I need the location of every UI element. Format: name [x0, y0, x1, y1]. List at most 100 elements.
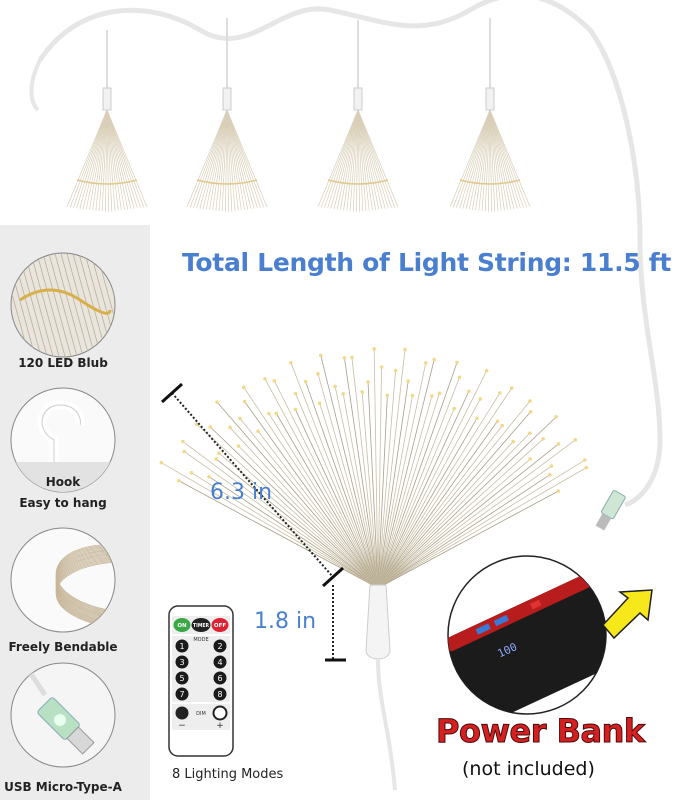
- fan-wire: [367, 381, 379, 589]
- led-bulb: [228, 425, 232, 430]
- power-bank-photo: 100: [447, 555, 607, 715]
- remote-button-mode-6-label: 6: [217, 674, 222, 683]
- fan-wire: [377, 474, 551, 589]
- fan-wire: [243, 387, 379, 589]
- led-bulb: [467, 389, 471, 394]
- dimension-line-base: [325, 585, 346, 662]
- fan-wire: [377, 425, 503, 589]
- led-bulb: [549, 464, 554, 468]
- power-bank-note: (not included): [462, 758, 595, 780]
- led-bulb: [189, 471, 194, 475]
- led-bulb: [372, 347, 376, 351]
- led-bulb: [385, 393, 390, 398]
- fan-wire: [377, 438, 544, 589]
- feature-label-led: 120 LED Blub: [18, 356, 108, 370]
- led-bulb: [528, 399, 532, 403]
- fan-wire: [377, 421, 498, 589]
- fan-wire: [377, 395, 433, 589]
- dimension-base-label: 1.8 in: [254, 609, 317, 634]
- led-bulb: [238, 416, 242, 421]
- fan-wire: [377, 395, 413, 589]
- fan-wire: [377, 467, 587, 589]
- led-bulb: [333, 384, 337, 389]
- fan-wire: [377, 370, 487, 589]
- led-bulb: [303, 379, 308, 384]
- led-bulb: [217, 451, 221, 455]
- led-bulb: [207, 474, 211, 479]
- led-bulb: [379, 365, 384, 369]
- remote-button-mode-1-label: 1: [179, 642, 184, 651]
- fan-wire: [377, 359, 435, 589]
- led-bulb: [317, 401, 322, 406]
- led-bulb: [177, 478, 181, 483]
- led-bulb: [484, 369, 489, 373]
- fan-wire: [290, 362, 379, 589]
- fan-wire: [239, 418, 379, 589]
- fan-wire: [334, 386, 379, 589]
- led-bulb: [498, 391, 502, 395]
- fan-wire: [238, 445, 379, 589]
- remote-mode-label: MODE: [193, 637, 208, 643]
- led-bulb: [509, 386, 514, 390]
- led-bulb: [289, 360, 293, 365]
- fan-base-holder: [365, 584, 391, 660]
- fan-wire: [377, 349, 406, 589]
- fan-wire: [377, 398, 481, 589]
- led-bulb: [242, 385, 246, 390]
- fan-wire: [377, 458, 531, 589]
- led-bulb: [556, 442, 561, 446]
- feature-bendable-photo: [10, 527, 116, 633]
- fan-wire: [377, 465, 552, 589]
- remote-button-mode-7-label: 7: [179, 690, 184, 699]
- fan-wire: [216, 401, 379, 589]
- remote-minus: −: [178, 721, 186, 731]
- remote-button-mode-4: [213, 655, 227, 669]
- hanging-lamp: [186, 18, 268, 212]
- led-bulb: [528, 457, 532, 461]
- remote-button-mode-8-label: 8: [217, 690, 222, 699]
- fan-wire: [210, 426, 379, 589]
- led-bulb: [528, 410, 533, 414]
- fan-wire: [377, 443, 559, 589]
- led-bulb: [393, 368, 398, 373]
- fan-wire: [344, 357, 379, 589]
- led-bulb: [573, 438, 578, 442]
- fan-wire: [295, 409, 379, 589]
- led-bulb: [274, 411, 279, 416]
- fan-wire: [377, 391, 470, 589]
- led-bulb: [455, 360, 459, 365]
- fan-wire: [377, 432, 531, 589]
- led-bulb: [423, 361, 428, 365]
- led-bulb: [437, 391, 442, 396]
- fan-wire: [182, 441, 379, 589]
- led-bulb: [432, 357, 436, 362]
- hanging-lamp: [449, 18, 531, 212]
- fan-wire: [377, 377, 460, 589]
- fan-wire: [377, 441, 514, 589]
- usb-plug-icon: [595, 490, 626, 531]
- led-bulb: [366, 380, 370, 384]
- fan-wire: [351, 357, 379, 589]
- fan-wire: [377, 417, 478, 589]
- fan-wire: [377, 416, 557, 589]
- led-bulb: [556, 489, 561, 493]
- led-bulb: [584, 465, 589, 470]
- led-bulb: [182, 449, 187, 454]
- power-bank-title: Power Bank: [436, 712, 646, 751]
- led-bulb: [554, 415, 558, 419]
- led-bulb: [495, 419, 500, 424]
- fan-wire: [377, 490, 559, 589]
- led-bulb: [272, 379, 277, 383]
- dimension-length-label: 6.3 in: [210, 480, 273, 505]
- fan-wire: [216, 458, 379, 589]
- fan-wire: [377, 400, 531, 589]
- fan-wire: [178, 480, 379, 589]
- led-bulb: [208, 425, 213, 429]
- fan-wire: [377, 395, 388, 589]
- fan-wire: [305, 381, 379, 589]
- remote-button-mode-2-label: 2: [217, 642, 222, 651]
- lighting-modes-caption: 8 Lighting Modes: [172, 767, 284, 782]
- led-bulb: [511, 439, 515, 444]
- led-bulb: [267, 411, 271, 416]
